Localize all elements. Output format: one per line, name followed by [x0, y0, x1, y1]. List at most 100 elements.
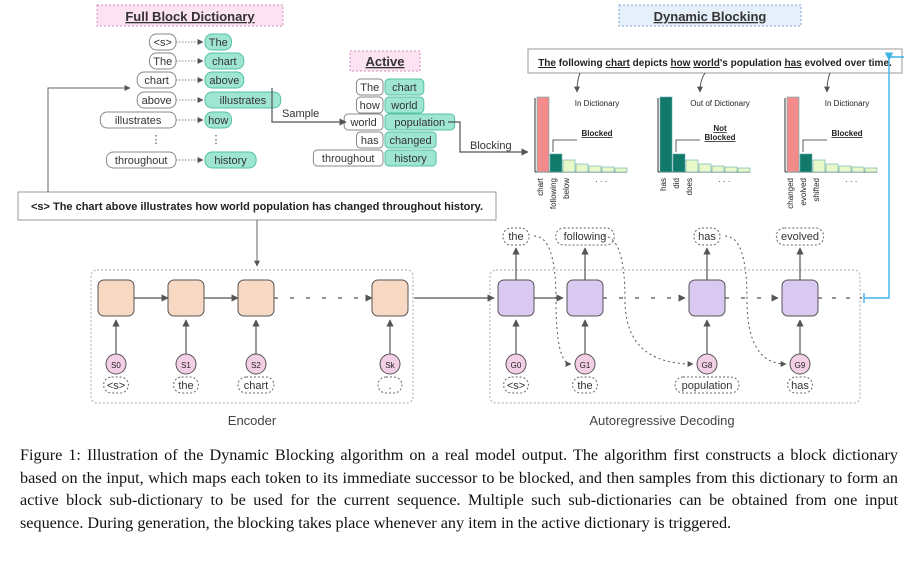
- panel-2-bar-2: [812, 159, 826, 173]
- decoder-input-text-2: population: [682, 380, 733, 392]
- panel-1-token-0: has: [659, 178, 668, 191]
- active-dict-key-text-3: has: [361, 135, 379, 147]
- decoder-label: Autoregressive Decoding: [589, 413, 734, 428]
- svg-text:Sample: Sample: [282, 108, 319, 120]
- decoder-input-text-0: <s>: [507, 380, 525, 392]
- encoder-cell-3: [371, 279, 409, 317]
- panel-1-bar-5: [724, 166, 738, 173]
- decoder-cell-1: [566, 279, 604, 317]
- panel-2-bar-3: [825, 163, 839, 173]
- panel-note-1-1: Blocked: [704, 133, 735, 142]
- panel-arrow-0: [574, 72, 581, 93]
- panel-0-bar-6: [614, 167, 628, 173]
- decoder-state-text-0: G0: [511, 361, 522, 370]
- full-dict-val-4: [204, 111, 232, 129]
- panel-arrow-1: [697, 72, 706, 93]
- panel-more-0: · · ·: [595, 177, 607, 186]
- active-dict-val-0: [384, 78, 425, 96]
- dynamic-blocking-title: Dynamic Blocking: [618, 4, 802, 27]
- decoder-input-0: [503, 376, 529, 394]
- decoder-feed-arrow-0: [533, 235, 572, 367]
- panel-pointer-2: [802, 139, 827, 152]
- decoder-input-text-1: the: [577, 380, 592, 392]
- active-dict-key-text-1: how: [360, 100, 380, 112]
- panel-more-1: · · ·: [718, 177, 730, 186]
- output-word-7: 's population: [720, 58, 785, 69]
- panel-2-token-1: evolved: [799, 178, 808, 206]
- active-dict-val-text-2: population: [394, 117, 445, 129]
- panel-pointer-1: [675, 139, 700, 152]
- active-dict-key-text-2: world: [349, 117, 376, 129]
- full-dict-val-text-0: The: [209, 37, 228, 49]
- output-word-3: depicts: [630, 58, 671, 69]
- full-dict-title: Full Block Dictionary: [96, 4, 284, 27]
- panel-2-bar-6: [864, 167, 878, 173]
- input-to-dict-arrow: [47, 85, 131, 192]
- panel-status-0: In Dictionary: [575, 99, 619, 108]
- full-dict-val-text-1: chart: [212, 56, 236, 68]
- active-dict-title: Active: [349, 50, 421, 72]
- encoder-input-text-3: .: [388, 380, 391, 392]
- encoder-input-2: [237, 376, 275, 394]
- panel-note-2-0: Blocked: [831, 129, 862, 138]
- panel-2-token-2: shifted: [812, 178, 821, 202]
- svg-text:<s> The chart above illustrate: <s> The chart above illustrates how worl…: [31, 201, 483, 213]
- decoder-state-text-3: G9: [795, 361, 806, 370]
- encoder-state-text-3: Sk: [385, 361, 395, 370]
- active-dict-val-4: [384, 149, 437, 167]
- panel-1-bar-6: [737, 167, 751, 173]
- encoder-state-3: [379, 353, 401, 375]
- full-dict-val-text-4: how: [208, 115, 228, 127]
- decoder-state-1: [574, 353, 596, 375]
- active-dict-val-text-4: history: [394, 153, 427, 165]
- decoder-state-text-2: G8: [702, 361, 713, 370]
- active-dict-val-text-1: world: [390, 100, 417, 112]
- full-dict-key-text-2: chart: [144, 75, 168, 87]
- svg-text:Dynamic Blocking: Dynamic Blocking: [654, 9, 767, 24]
- decoder-input-text-3: has: [791, 380, 809, 392]
- panel-2-bar-1: [799, 153, 813, 173]
- panel-1-token-2: does: [685, 178, 694, 195]
- active-dict-key-text-0: The: [360, 82, 379, 94]
- encoder-state-1: [175, 353, 197, 375]
- full-dict-val-5: [204, 151, 257, 169]
- active-dict-val-1: [384, 96, 425, 114]
- panel-1-bar-2: [685, 159, 699, 173]
- panel-1-bar-3: [698, 163, 712, 173]
- decoder-input-1: [572, 376, 598, 394]
- panel-pointer-0: [552, 139, 577, 152]
- decoder-output-1: [555, 227, 615, 246]
- full-dict-key-text-5: throughout: [115, 155, 168, 167]
- encoder-cell-1: [167, 279, 205, 317]
- svg-text:Blocking: Blocking: [470, 140, 512, 152]
- decoder-output-text-0: the: [508, 231, 523, 243]
- encoder-frame: [90, 269, 414, 404]
- output-word-1: following: [556, 58, 605, 69]
- active-dict-key-4: [312, 149, 384, 167]
- panel-0-bar-0: [536, 96, 550, 173]
- full-dict-val-text-2: above: [209, 75, 239, 87]
- sample-arrow: Sample: [271, 88, 347, 126]
- full-dict-val-text-5: history: [214, 155, 247, 167]
- panel-note-1-0: Not: [713, 124, 727, 133]
- encoder-input-1: [173, 376, 199, 394]
- panel-1-bar-4: [711, 165, 725, 173]
- decoder-feed-arrow-2: [724, 235, 787, 367]
- panel-0-bar-1: [549, 153, 563, 173]
- full-dict-key-text-4: illustrates: [115, 115, 162, 127]
- output-word-9: evolved over time.: [802, 58, 892, 69]
- decoder-state-2: [696, 353, 718, 375]
- panel-note-0-0: Blocked: [581, 129, 612, 138]
- output-word-4: how: [670, 58, 690, 69]
- active-dict-val-3: [384, 131, 437, 149]
- full-dict-dots-left: ⋮: [151, 134, 162, 146]
- encoder-input-text-2: chart: [244, 380, 268, 392]
- full-dict-key-text-1: The: [153, 56, 172, 68]
- encoder-state-text-2: S2: [251, 361, 261, 370]
- decoder-input-2: [674, 376, 740, 394]
- encoder-input-text-0: <s>: [107, 380, 125, 392]
- dynamic-blocking-diagram: Full Block Dictionary Active Dynamic Blo…: [17, 4, 904, 428]
- encoder-state-0: [105, 353, 127, 375]
